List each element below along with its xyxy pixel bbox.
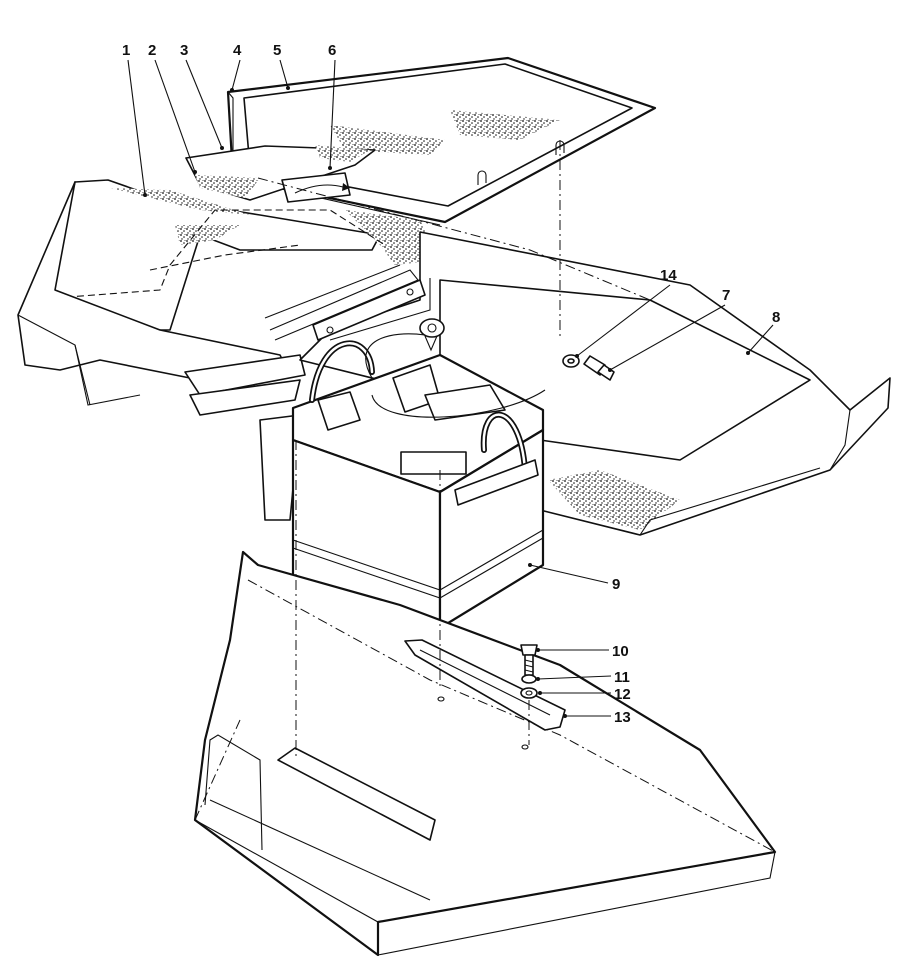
callout-9: 9 bbox=[612, 576, 620, 593]
left-chassis bbox=[17, 181, 419, 521]
callout-8: 8 bbox=[772, 309, 780, 326]
callout-14: 14 bbox=[660, 267, 677, 284]
callout-10: 10 bbox=[612, 643, 629, 660]
vent-cover bbox=[185, 145, 376, 203]
hold-down-bracket bbox=[312, 279, 426, 341]
hold-down-strap bbox=[404, 639, 566, 731]
callout-2: 2 bbox=[148, 42, 156, 59]
strap-bolt-assembly bbox=[520, 644, 538, 699]
callout-1: 1 bbox=[122, 42, 130, 59]
battery bbox=[291, 318, 546, 630]
callout-3: 3 bbox=[180, 42, 188, 59]
callout-labels: 1 2 3 4 5 6 14 7 8 9 10 11 12 13 bbox=[122, 42, 780, 726]
callout-7: 7 bbox=[722, 287, 730, 304]
callout-11: 11 bbox=[614, 669, 630, 686]
callout-4: 4 bbox=[233, 42, 242, 59]
callout-leaders bbox=[127, 59, 774, 718]
callout-12: 12 bbox=[614, 686, 631, 703]
floor-pan bbox=[193, 550, 777, 957]
callout-5: 5 bbox=[273, 42, 281, 59]
alignment-lines bbox=[257, 140, 651, 760]
hold-down-bolt-assembly bbox=[562, 354, 615, 381]
callout-13: 13 bbox=[614, 709, 631, 726]
callout-6: 6 bbox=[328, 42, 336, 59]
